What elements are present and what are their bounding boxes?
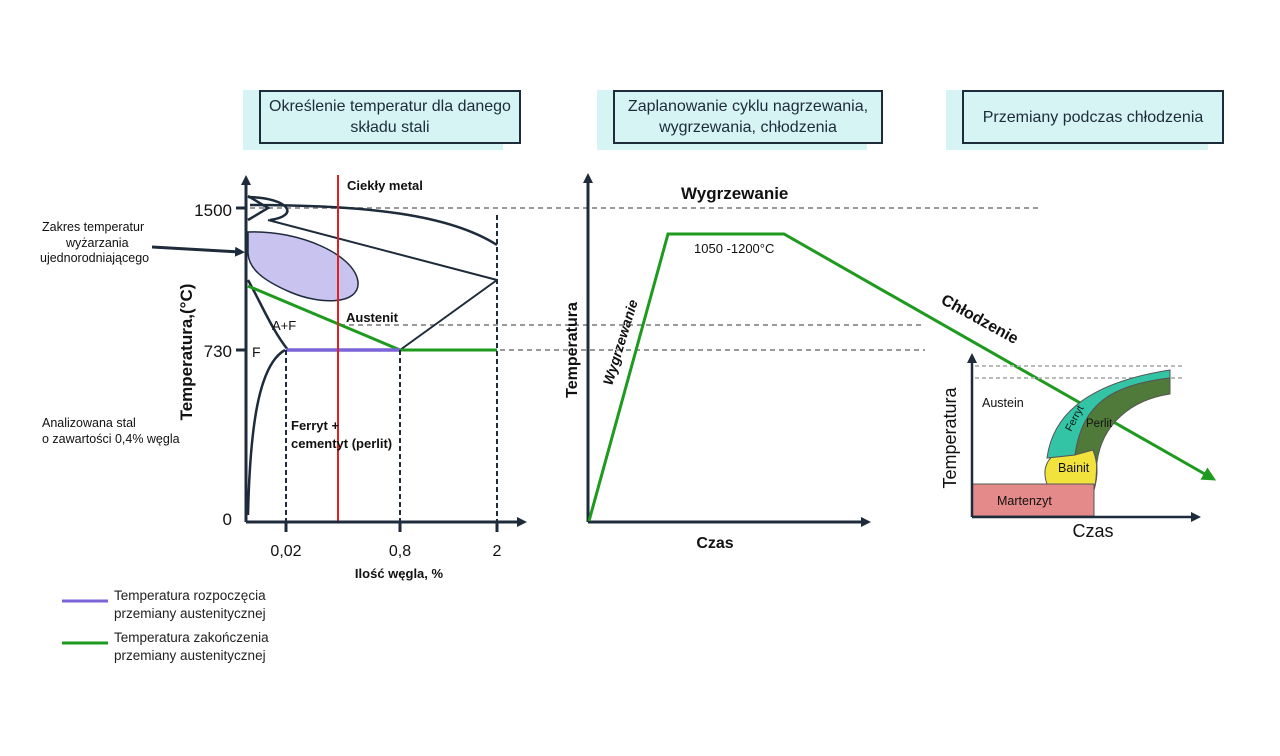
label-martensite: Martenzyt xyxy=(997,494,1052,508)
cycle-y-label: Temperatura xyxy=(564,302,581,398)
xtick-08: 0,8 xyxy=(389,543,411,560)
cooling-label: Chłodzenie xyxy=(938,292,1021,348)
heating-label: Wygrzewanie xyxy=(600,297,641,386)
phase-x-label: Ilość węgla, % xyxy=(355,566,444,581)
annot-range-arrow xyxy=(151,245,245,257)
phase-diagram: 1500 730 0 0,02 0,8 2 Ilość węgla, % Tem… xyxy=(40,175,1040,581)
delta-boundary xyxy=(247,194,271,222)
header-box-2-text: Zaplanowanie cyklu nagrzewania, wygrzewa… xyxy=(613,90,883,144)
annot-range-line2: wyżarzania xyxy=(65,236,129,250)
cycle-chart: Wygrzewanie 1050 -1200°C Wygrzewanie Chł… xyxy=(564,173,1217,552)
label-a-plus-f: A+F xyxy=(272,318,296,333)
ytick-730: 730 xyxy=(204,342,232,361)
legend-purple-line1: Temperatura rozpoczęcia xyxy=(114,588,266,603)
annealing-range-region xyxy=(247,231,359,302)
a3-boundary xyxy=(246,279,289,351)
cycle-x-label: Czas xyxy=(696,535,733,552)
phase-y-label: Temperatura,(°C) xyxy=(177,284,196,421)
label-bainite: Bainit xyxy=(1058,461,1090,475)
label-ferrite-cementite-1: Ferryt + xyxy=(291,418,339,433)
ytick-0: 0 xyxy=(223,510,232,529)
liquidus-line xyxy=(249,203,498,247)
header-box-3-text: Przemiany podczas chłodzenia xyxy=(962,90,1224,144)
xtick-002: 0,02 xyxy=(270,543,301,560)
label-austein: Austein xyxy=(982,396,1024,410)
legend: Temperatura rozpoczęcia przemiany austen… xyxy=(62,588,269,663)
soak-title: Wygrzewanie xyxy=(681,184,788,203)
annot-range-line1: Zakres temperatur xyxy=(42,220,144,234)
acm-line xyxy=(399,279,498,351)
delta-loop xyxy=(247,195,289,222)
cct-x-label: Czas xyxy=(1072,521,1113,541)
cct-chart: Austein Ferryt Perlit Bainit Martenzyt T… xyxy=(940,353,1201,541)
pearlite-region xyxy=(1074,377,1171,491)
ferrite-solvus xyxy=(246,348,286,516)
legend-green-line1: Temperatura zakończenia xyxy=(114,630,269,645)
solidus-line xyxy=(267,219,498,281)
ytick-1500: 1500 xyxy=(194,201,232,220)
label-liquid-metal: Ciekły metal xyxy=(347,178,423,193)
xtick-2: 2 xyxy=(493,543,502,560)
annot-range-line3: ujednorodniającego xyxy=(40,251,149,265)
header-box-1-text: Określenie temperatur dla danego składu … xyxy=(259,90,521,144)
cycle-temperature-curve xyxy=(587,232,1217,522)
annot-steel-line2: o zawartości 0,4% węgla xyxy=(42,432,180,446)
label-austenite: Austenit xyxy=(346,310,399,325)
soak-range: 1050 -1200°C xyxy=(694,241,774,256)
annot-steel-line1: Analizowana stal xyxy=(42,416,136,430)
label-ferrite-cementite-2: cementyt (perlit) xyxy=(291,436,392,451)
label-ferrite: F xyxy=(252,344,261,360)
label-pearlite: Perlit xyxy=(1086,418,1113,430)
cct-y-label: Temperatura xyxy=(940,386,960,488)
legend-purple-line2: przemiany austenitycznej xyxy=(114,606,266,621)
legend-green-line2: przemiany austenitycznej xyxy=(114,648,266,663)
